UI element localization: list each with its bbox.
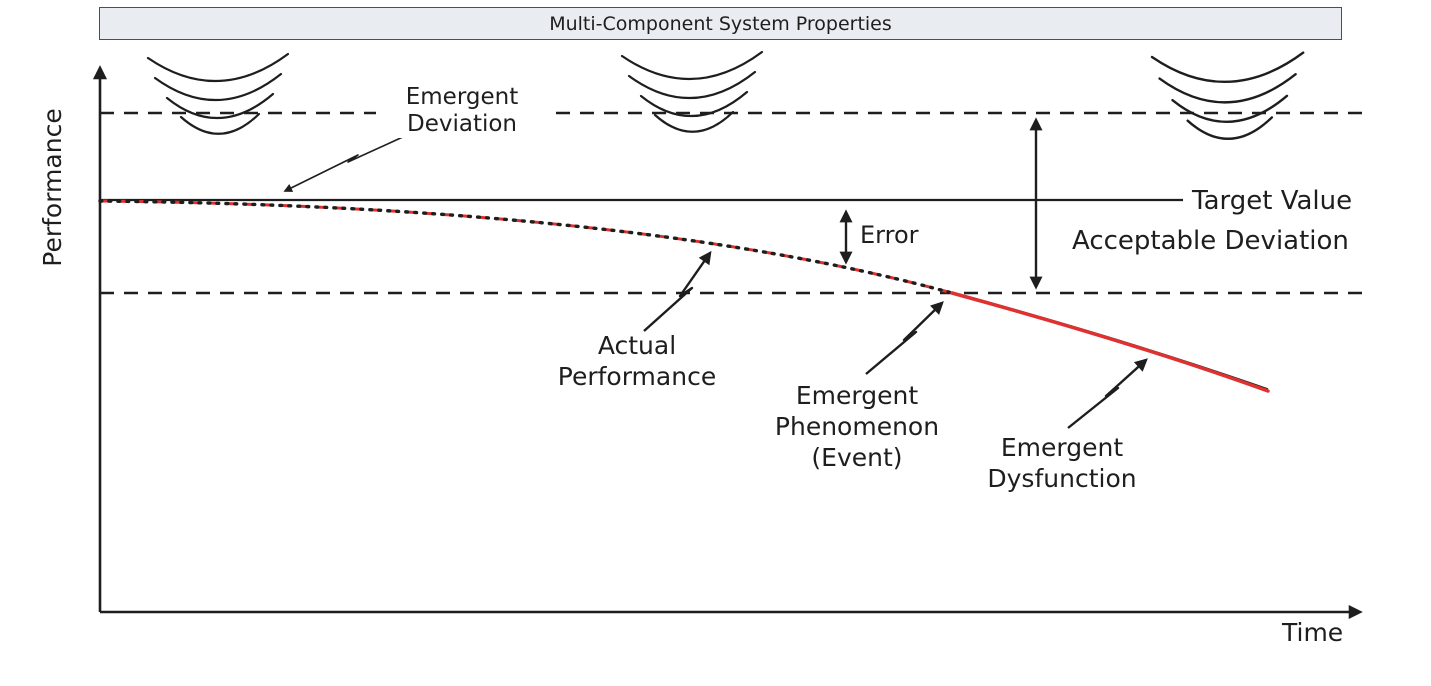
title-text: Multi-Component System Properties — [549, 12, 892, 35]
performance-curve-dysfunction-red — [950, 291, 1270, 393]
annotation-target-value: Target Value — [1192, 186, 1353, 216]
actual-performance-arrow — [643, 250, 712, 332]
emergent-phenomenon-arrow — [865, 301, 944, 375]
emergent-dysfunction-arrow — [1067, 358, 1148, 429]
performance-curve-samples — [98, 199, 954, 295]
annotation-actual-performance: Actual Performance — [557, 331, 717, 391]
annotation-emergent-dysfunction: Emergent Dysfunction — [987, 433, 1137, 493]
emergent-deviation-arrow — [283, 135, 406, 192]
flock-sketch-left — [146, 52, 290, 135]
annotation-emergent-deviation: Emergent Deviation — [376, 84, 548, 138]
annotation-acceptable-deviation: Acceptable Deviation — [1072, 226, 1349, 256]
performance-curve-expected — [99, 199, 953, 295]
annotation-error: Error — [860, 221, 919, 249]
title-bar: Multi-Component System Properties — [99, 7, 1342, 40]
x-axis-label: Time — [1282, 618, 1344, 647]
flock-sketch-middle — [620, 50, 764, 133]
annotation-emergent-phenomenon: Emergent Phenomenon (Event) — [774, 381, 940, 472]
y-axis-label: Performance — [38, 108, 67, 267]
flock-sketch-right — [1150, 51, 1305, 140]
